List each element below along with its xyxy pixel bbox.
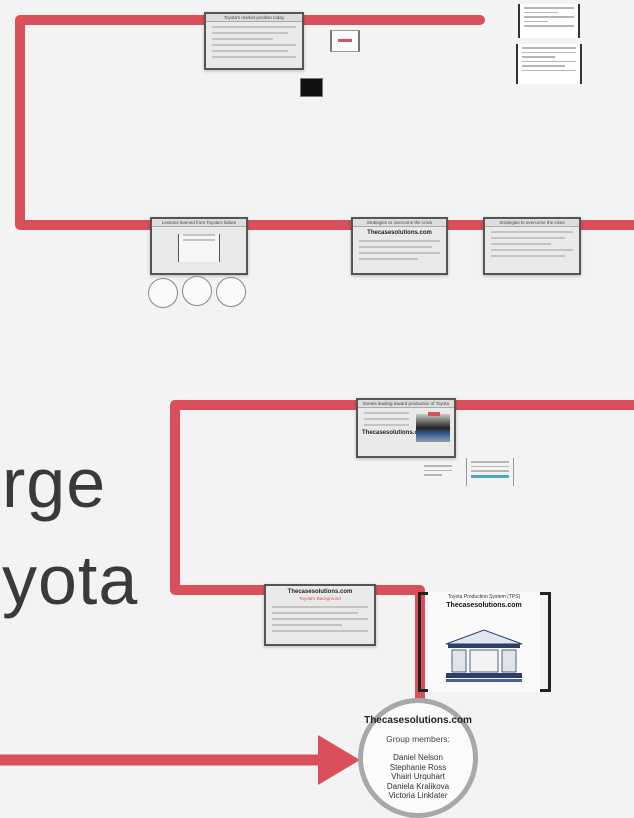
frame-brand: Thecasesolutions.com — [287, 589, 353, 595]
car-image — [416, 414, 450, 442]
frame-brand: Thecasesolutions.com — [362, 430, 427, 436]
frame-events-car[interactable]: Events leading toward production of Toyo… — [356, 398, 456, 458]
frame-brand: Thecasesolutions.com — [367, 230, 432, 236]
member-name: Daniela Kralikova — [386, 781, 450, 791]
frame-title: Lessons learned from Toyota's failure — [152, 219, 246, 227]
document-thumbnail-2[interactable] — [516, 44, 582, 84]
big-heading-line-1: rge — [2, 444, 107, 522]
member-name: Victoria Linklater — [388, 791, 448, 800]
lesson-circle-3[interactable] — [216, 277, 246, 307]
frame-title: Toyota's market position today — [206, 14, 302, 22]
tps-house-icon — [445, 629, 523, 682]
black-thumbnail[interactable] — [300, 78, 323, 97]
mini-bracket-frame[interactable] — [330, 30, 360, 52]
frame-market-position[interactable]: Toyota's market position today — [204, 12, 304, 70]
tps-bracket-left — [418, 592, 429, 692]
big-heading-line-2: yota — [2, 541, 139, 619]
lesson-circle-2[interactable] — [182, 276, 212, 306]
diagram-thumbnail-2[interactable] — [466, 458, 514, 486]
frame-title: Strategies to overcome the crisis — [353, 219, 446, 227]
member-name: Daniel Nelson — [393, 753, 443, 762]
frame-strategies-2[interactable]: Strategies to overcome the crisis — [483, 217, 581, 275]
group-members-circle[interactable]: Thecasesolutions.com Group members: Dani… — [358, 698, 478, 818]
frame-strategies-1[interactable]: Strategies to overcome the crisis Thecas… — [351, 217, 448, 275]
inner-box — [178, 234, 220, 262]
frame-title: Strategies to overcome the crisis — [485, 219, 579, 227]
tps-bracket-right — [540, 592, 551, 692]
arrow-head — [318, 735, 360, 785]
frame-lessons-learned[interactable]: Lessons learned from Toyota's failure — [150, 217, 248, 275]
tps-brand: Thecasesolutions.com — [446, 602, 522, 609]
car-red-accent — [428, 412, 440, 416]
member-name: Stephanie Ross — [389, 762, 447, 772]
group-members-label: Group members: — [386, 734, 450, 744]
frame-background[interactable]: Thecasesolutions.com Toyota's Background — [264, 584, 376, 646]
tps-diagram[interactable]: Toyota Production System (TPS) Thecaseso… — [428, 592, 540, 692]
document-thumbnail-1[interactable] — [518, 4, 580, 38]
lesson-circle-1[interactable] — [148, 278, 178, 308]
frame-title: Events leading toward production of Toyo… — [358, 400, 454, 408]
diagram-thumbnail-1[interactable] — [420, 462, 456, 484]
circle-brand: Thecasesolutions.com — [364, 715, 472, 726]
member-name: Vhairi Urquhart — [391, 772, 445, 781]
tps-title: Toyota Production System (TPS) — [447, 594, 521, 600]
frame-subtitle: Toyota's Background — [299, 596, 341, 601]
